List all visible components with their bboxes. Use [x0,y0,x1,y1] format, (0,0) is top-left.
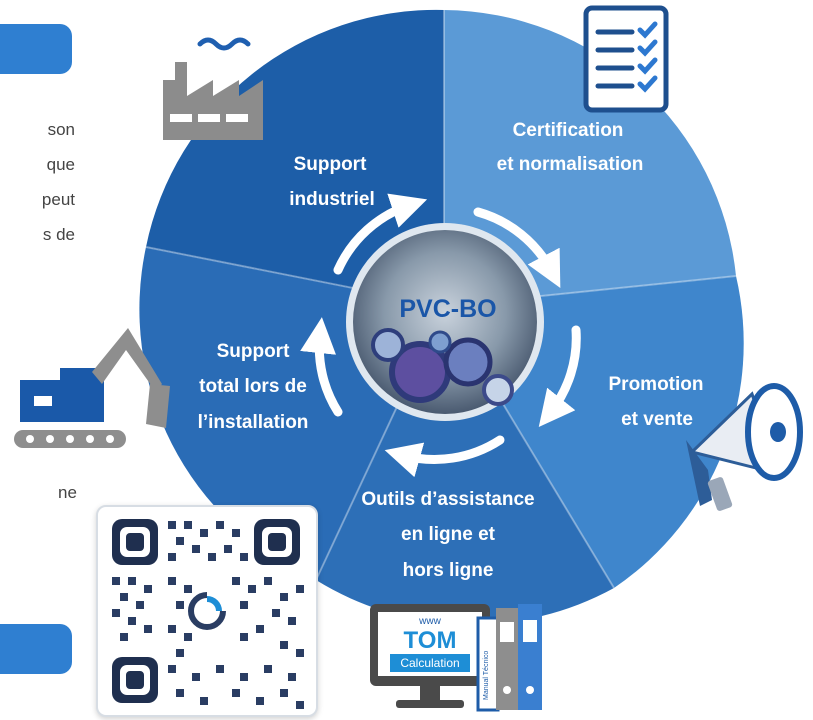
segment-label-line: Support [294,154,367,175]
segment-label-promotion: Promotion et vente [609,374,704,430]
segment-tools [316,306,614,625]
center-label: PVC-BO [399,295,496,323]
computer-sub: Calculation [400,656,459,670]
segment-label-line: et vente [621,409,693,430]
computer-logo: TOM [404,627,457,654]
text-fragment: que [46,155,75,174]
computer-www: www [418,616,441,627]
checklist-icon [583,5,669,113]
segment-label-line: en ligne et [401,524,496,545]
segment-label-industrial: Support industriel [289,154,375,210]
cycle-arrows [300,193,581,478]
bottom-tab [0,624,72,674]
cycle-arrow [473,207,561,288]
segment-label-line: industriel [289,189,375,210]
segment-label-line: total lors de [199,376,307,397]
segment-label-line: et normalisation [497,154,644,175]
cycle-arrow [300,317,343,417]
excavator-icon [14,328,170,448]
cycle-arrow [333,193,428,275]
segment-label-line: hors ligne [403,560,494,581]
text-fragment-bottom: ne [58,483,77,502]
segment-label-line: l’installation [198,412,309,433]
cycle-arrow [538,325,581,428]
factory-icon [163,37,263,140]
qr-code[interactable] [96,505,318,717]
segment-label-line: Certification [513,120,624,141]
segment-label-line: Support [217,341,290,362]
text-fragment: son [47,120,75,139]
segment-label-line: Promotion [609,374,704,395]
top-tab [0,24,72,74]
megaphone-icon [686,383,803,511]
segment-label-installation: Support total lors de l’installation [198,341,309,433]
segment-label-line: Outils d’assistance [361,489,534,510]
binder-label: Manual Técnico [483,651,490,700]
cycle-arrow [384,435,505,478]
text-fragment: s de [42,225,75,244]
computer-icon: www TOM Calculation Manual Técnico [370,604,542,712]
segment-label-tools: Outils d’assistance en ligne et hors lig… [361,489,534,581]
qr-code-image [112,519,304,709]
left-text-fragment: son que peut s de [0,112,75,252]
qr-logo [185,589,229,633]
segment-label-certification: Certification et normalisation [497,120,644,175]
text-fragment: peut [41,190,75,209]
center-pipes-image: PVC-BO [346,223,544,421]
